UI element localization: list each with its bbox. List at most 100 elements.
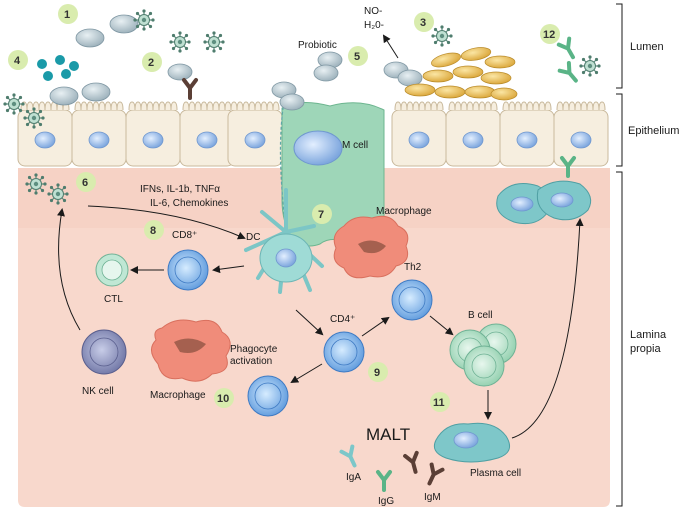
pathway-arrows xyxy=(57,205,584,439)
step-7: 7 xyxy=(318,209,324,221)
virus-icon xyxy=(46,182,70,206)
virus-icon xyxy=(22,106,46,130)
macrophage-top-label: Macrophage xyxy=(376,206,432,217)
bracket-lamina xyxy=(616,171,623,507)
virus-icon xyxy=(168,30,192,54)
lumen-label: Lumen xyxy=(630,41,664,53)
macrophage-top-nucleus xyxy=(358,240,386,254)
cd8-cell xyxy=(167,249,209,291)
plasma-cell-nucleus xyxy=(453,431,479,449)
cd8-label: CD8⁺ xyxy=(172,230,197,241)
b-cell-label: B cell xyxy=(468,310,492,321)
epithelial-cell xyxy=(179,101,235,167)
probiotic-label: Probiotic xyxy=(298,40,337,51)
cytokines-label-1: IFNs, IL-1b, TNFα xyxy=(140,184,220,195)
probiotic-bacteria-3 xyxy=(383,61,423,87)
epithelial-cell xyxy=(125,101,181,167)
arrow-cytokines-dc xyxy=(87,205,246,240)
igm-label: IgM xyxy=(424,492,441,503)
step-8: 8 xyxy=(150,225,156,237)
step-2: 2 xyxy=(148,57,154,69)
lamina-label-1: Lamina xyxy=(630,329,667,341)
arrow-dc-cd8 xyxy=(212,265,245,274)
h2o-label: H₂0- xyxy=(364,20,384,31)
epithelial-cell xyxy=(445,101,501,167)
antibody-icon xyxy=(556,36,581,63)
step-6: 6 xyxy=(82,177,88,189)
arrow-cd4-phagocyte xyxy=(290,363,323,384)
step-1: 1 xyxy=(64,9,70,21)
th2-label: Th2 xyxy=(404,262,422,273)
probiotic-bacteria-1 xyxy=(75,14,139,48)
arrow-dc-cd4 xyxy=(295,309,324,336)
plasma-cell-label: Plasma cell xyxy=(470,468,521,479)
lamina-propria-region xyxy=(18,168,610,507)
nk-cell xyxy=(81,329,127,375)
macrophage-bottom-label: Macrophage xyxy=(150,390,206,401)
step-10: 10 xyxy=(217,393,229,405)
virus-icon xyxy=(202,30,226,54)
phagocyte-label-2: activation xyxy=(230,356,272,367)
arrow-th2-bcell xyxy=(429,315,454,336)
ctl-cell-inner xyxy=(101,259,123,281)
no-arrow xyxy=(382,34,399,59)
teal-particles xyxy=(37,55,79,81)
virus-icon xyxy=(2,92,26,116)
bracket-lumen xyxy=(616,3,623,89)
cd4-cell-inner xyxy=(330,338,358,366)
step-11: 11 xyxy=(433,397,445,409)
probiotic-bacteria-4 xyxy=(49,82,111,106)
probiotic-bacteria-2 xyxy=(167,63,193,81)
igg-label: IgG xyxy=(378,496,394,507)
nk-cell-label: NK cell xyxy=(82,386,114,397)
ctl-label: CTL xyxy=(104,294,123,305)
no-label: NO- xyxy=(364,6,382,17)
epithelial-cell xyxy=(71,101,127,167)
arrow-nk-virus xyxy=(57,208,81,331)
th2-cell-inner xyxy=(398,286,426,314)
m-cell-label: M cell xyxy=(342,140,368,151)
virus-icon xyxy=(132,8,156,32)
iga-label: IgA xyxy=(346,472,361,483)
cytokines-label-2: IL-6, Chemokines xyxy=(150,198,228,209)
step-12: 12 xyxy=(543,29,555,41)
b-cell-cluster xyxy=(449,323,517,387)
phagocyte-label-1: Phagocyte xyxy=(230,344,278,355)
step-badges: 1 2 3 4 5 6 7 8 9 10 11 12 xyxy=(8,4,560,412)
epithelial-cell xyxy=(499,101,555,167)
cd4-label: CD4⁺ xyxy=(330,314,355,325)
arrow-plasma-up xyxy=(511,218,584,439)
step-3: 3 xyxy=(420,17,426,29)
phagocyte-cell-inner xyxy=(254,382,282,410)
epithelial-cell xyxy=(227,101,283,167)
layer-brackets xyxy=(616,3,623,507)
lamina-label-2: propia xyxy=(630,343,661,355)
antibody-icon xyxy=(182,78,198,100)
nk-cell-inner xyxy=(89,337,119,367)
cd4-cell xyxy=(323,331,365,373)
cd8-cell-inner xyxy=(174,256,202,284)
epithelium-label: Epithelium xyxy=(628,125,679,137)
arrow-cd4-th2 xyxy=(361,316,390,337)
th2-cell xyxy=(391,279,433,321)
macrophage-bottom-nucleus xyxy=(174,338,206,353)
probiotic-bacteria-mcell xyxy=(271,81,305,111)
bracket-epithelium xyxy=(616,93,623,167)
probiotic-bacteria-5 xyxy=(313,51,343,82)
dendritic-cell xyxy=(244,188,324,294)
phagocyte-cell xyxy=(247,375,289,417)
dc-label: DC xyxy=(246,232,260,243)
plasma-cells-top xyxy=(496,180,592,225)
antibody-icon xyxy=(557,60,583,87)
step-5: 5 xyxy=(354,51,360,63)
virus-icon xyxy=(578,54,602,78)
virus-icon xyxy=(24,172,48,196)
step-4: 4 xyxy=(14,55,21,67)
step-9: 9 xyxy=(374,367,380,379)
pathogenic-bacteria xyxy=(404,47,518,101)
virus-icon xyxy=(430,24,454,48)
m-cell-nucleus xyxy=(293,130,343,166)
epithelial-cell xyxy=(391,101,447,167)
